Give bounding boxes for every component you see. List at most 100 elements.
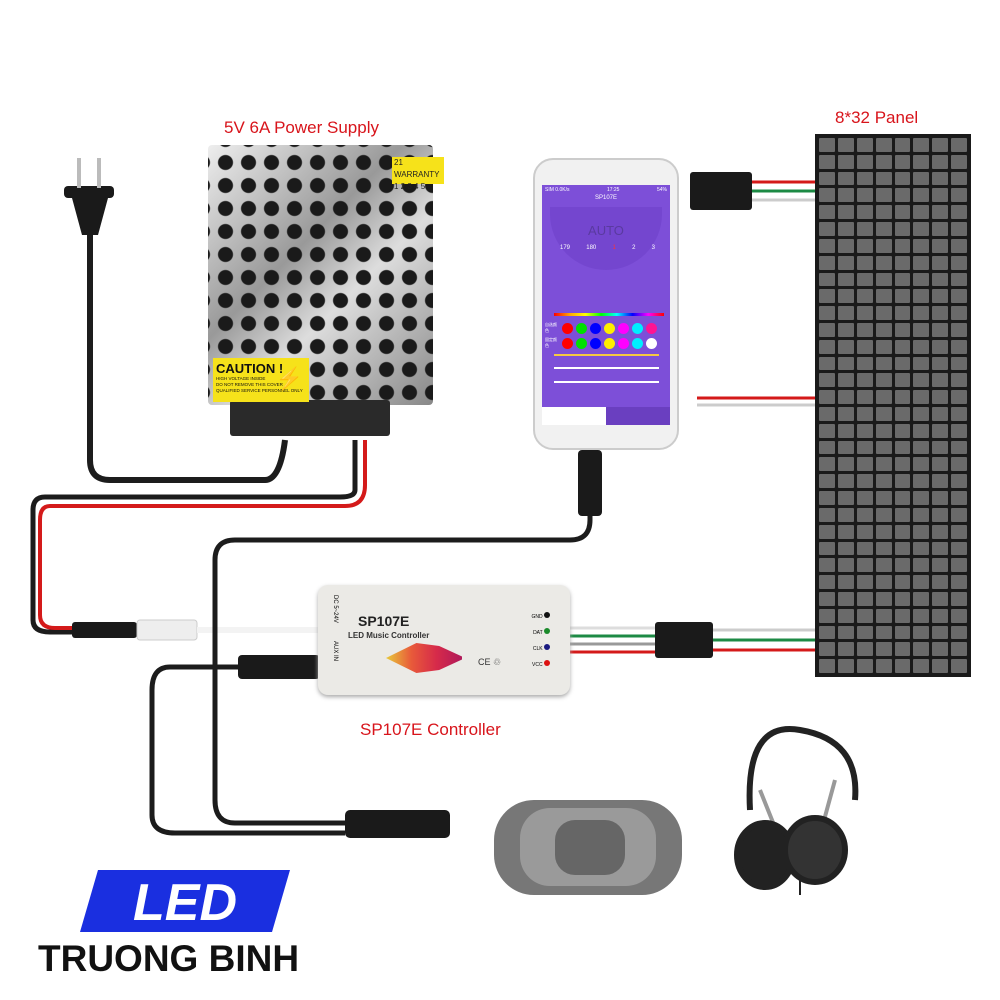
led-pixel	[894, 339, 911, 354]
led-pixel	[856, 390, 873, 404]
led-pixel	[894, 625, 911, 640]
led-pixel	[951, 188, 967, 203]
led-pixel	[819, 407, 835, 421]
led-pixel	[913, 322, 930, 337]
speed-slider[interactable]	[554, 367, 659, 369]
led-pixel	[837, 306, 854, 320]
led-logo: LED	[80, 870, 290, 932]
led-pixel	[819, 491, 835, 505]
led-pixel	[932, 474, 949, 489]
led-pixel	[875, 659, 892, 673]
led-pixel	[837, 289, 854, 304]
led-pixel	[837, 339, 854, 354]
led-pixel	[932, 440, 949, 455]
led-pixel	[875, 222, 892, 236]
color-swatch[interactable]	[646, 337, 657, 349]
led-pixel	[819, 289, 835, 304]
color-swatch[interactable]	[562, 337, 573, 349]
led-pixel	[913, 491, 930, 505]
led-pixel	[913, 524, 930, 539]
color-swatch[interactable]	[576, 322, 587, 334]
led-pixel	[819, 272, 835, 287]
led-pixel	[875, 558, 892, 573]
brightness-slider[interactable]	[554, 354, 659, 356]
led-pixel	[819, 339, 835, 354]
led-pixel	[819, 642, 835, 657]
led-pixel	[951, 306, 967, 320]
led-pixel	[837, 154, 854, 169]
color-swatch[interactable]	[562, 322, 573, 334]
led-pixel	[932, 154, 949, 169]
color-swatch[interactable]	[646, 322, 657, 334]
led-pixel	[932, 423, 949, 438]
led-pixel	[894, 407, 911, 421]
led-pixel	[875, 625, 892, 640]
led-pixel	[819, 575, 835, 589]
power-supply-label: 5V 6A Power Supply	[224, 118, 379, 137]
led-pixel	[856, 222, 873, 236]
led-pixel	[913, 625, 930, 640]
dial-tick: 3	[651, 245, 655, 251]
led-pixel	[951, 238, 967, 253]
led-pixel	[856, 356, 873, 371]
color-swatch[interactable]	[618, 322, 629, 334]
led-pixel	[894, 440, 911, 455]
bluetooth-speaker-icon	[494, 800, 682, 895]
smartphone: SIM 0.0K/s 17:25 54% SP107E AUTO 179 180…	[533, 158, 679, 450]
led-pixel	[913, 591, 930, 606]
led-pixel	[951, 255, 967, 270]
color-swatch[interactable]	[590, 337, 601, 349]
led-pixel	[951, 659, 967, 673]
led-pixel	[913, 238, 930, 253]
led-pixel	[837, 390, 854, 404]
led-pixel	[819, 171, 835, 186]
led-pixel	[932, 524, 949, 539]
tab-music[interactable]	[542, 407, 606, 425]
led-pixel	[932, 608, 949, 623]
color-swatch[interactable]	[590, 322, 601, 334]
controller-model: SP107E	[358, 613, 410, 629]
led-pixel	[837, 457, 854, 472]
color-swatch[interactable]	[604, 322, 615, 334]
led-pixel	[837, 659, 854, 673]
led-pixel	[856, 154, 873, 169]
aux-in-label: AUX IN	[332, 641, 338, 662]
mode-display[interactable]: AUTO	[588, 223, 624, 238]
sound-wave-logo	[386, 643, 462, 673]
tab-effects[interactable]	[606, 407, 670, 425]
controller-output-wires	[570, 626, 660, 654]
color-swatch[interactable]	[618, 337, 629, 349]
led-pixel	[932, 289, 949, 304]
led-pixel	[819, 306, 835, 320]
led-pixel	[894, 642, 911, 657]
led-pixel	[951, 423, 967, 438]
led-pixel	[875, 491, 892, 505]
led-pixel	[856, 457, 873, 472]
pin-gnd: GND	[531, 609, 550, 625]
led-pixel	[894, 524, 911, 539]
phone-aux-cable	[212, 455, 593, 826]
led-pixel	[932, 272, 949, 287]
led-pixel	[932, 255, 949, 270]
led-pixel	[951, 591, 967, 606]
color-swatch[interactable]	[632, 337, 643, 349]
led-pixel	[819, 188, 835, 203]
led-pixel	[875, 524, 892, 539]
certification-marks: CE ♲	[478, 657, 502, 667]
led-pixel	[913, 541, 930, 556]
led-pixel	[819, 138, 835, 152]
led-pixel	[819, 558, 835, 573]
warranty-text: 21 WARRANTY	[394, 158, 440, 179]
led-pixel	[894, 255, 911, 270]
color-swatch[interactable]	[604, 337, 615, 349]
color-swatch[interactable]	[576, 337, 587, 349]
color-swatch[interactable]	[632, 322, 643, 334]
led-pixel	[932, 138, 949, 152]
dial-tick: 180	[586, 245, 597, 251]
sensitivity-slider[interactable]	[554, 381, 659, 383]
led-pixel	[875, 272, 892, 287]
hue-slider[interactable]	[554, 313, 664, 316]
pin-clk: CLK	[531, 641, 550, 657]
led-pixel	[894, 491, 911, 505]
